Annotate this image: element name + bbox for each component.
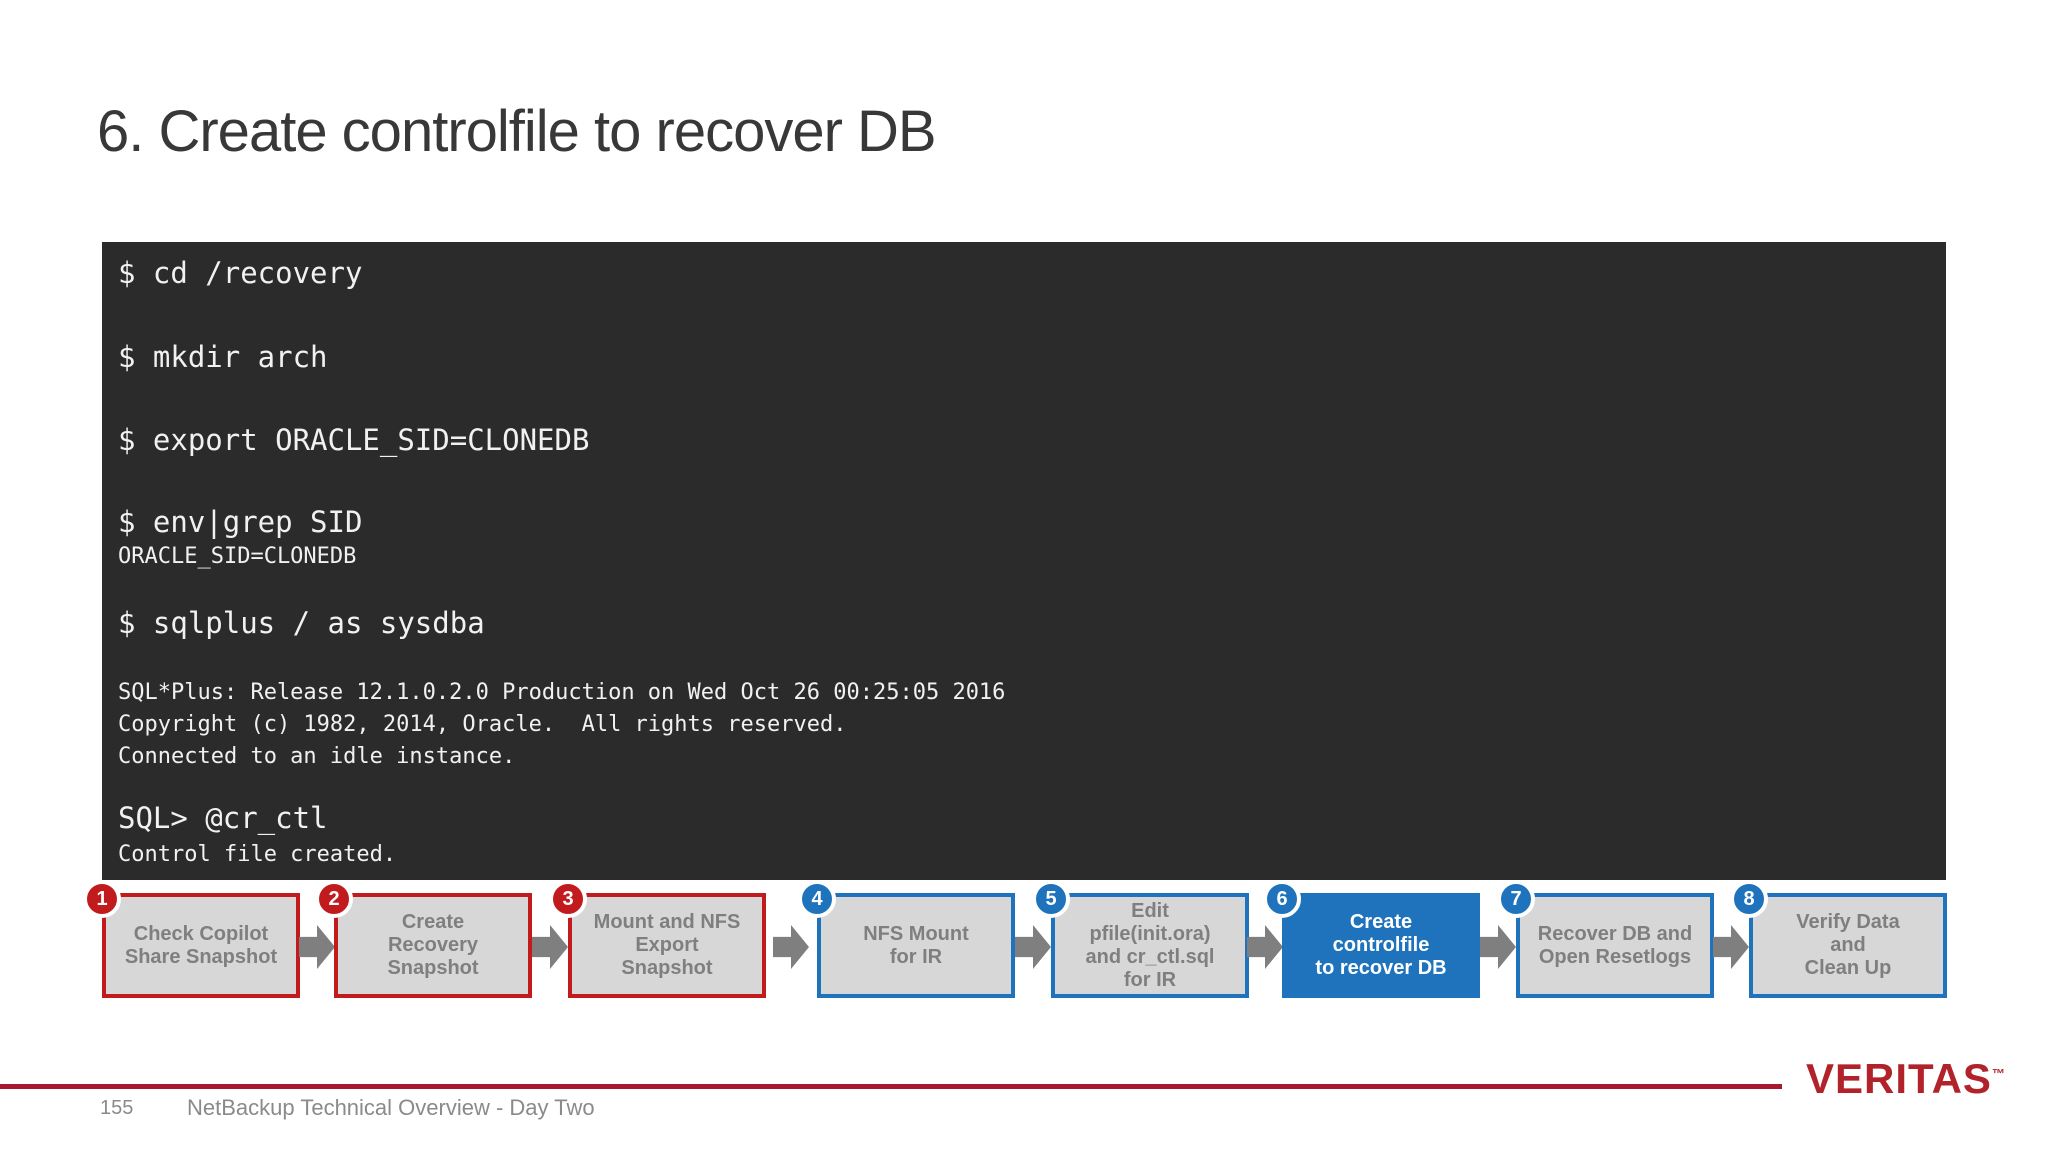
footer-text: NetBackup Technical Overview - Day Two: [187, 1095, 595, 1120]
step-number-badge: 8: [1730, 880, 1768, 918]
step-number: 2: [328, 888, 340, 910]
terminal-line: $ mkdir arch: [118, 340, 328, 374]
flow-arrow-icon: [773, 925, 809, 969]
terminal-panel: $ cd /recovery $ mkdir arch $ export ORA…: [102, 242, 1946, 880]
step-number: 8: [1743, 888, 1755, 910]
terminal-line: $ export ORACLE_SID=CLONEDB: [118, 423, 590, 457]
page-title: 6. Create controlfile to recover DB: [97, 99, 937, 164]
step-number: 6: [1276, 888, 1288, 910]
step-label: Mount and NFS Export Snapshot: [593, 911, 741, 979]
flow-step-1: 1 Check Copilot Share Snapshot: [83, 880, 300, 998]
flow-step-2: 2 Create Recovery Snapshot: [315, 880, 532, 998]
step-label: NFS Mount for IR: [863, 922, 969, 968]
terminal-line: $ sqlplus / as sysdba: [118, 606, 485, 640]
flow-arrow-icon: [1015, 925, 1051, 969]
step-number-badge: 4: [798, 880, 836, 918]
terminal-line: $ cd /recovery: [118, 256, 363, 290]
terminal-line: SQL> @cr_ctl: [118, 801, 328, 835]
flow-arrow-icon: [1713, 925, 1749, 969]
terminal-line: $ env|grep SID: [118, 505, 363, 539]
terminal-line: Control file created.: [118, 842, 397, 867]
step-label: Create Recovery Snapshot: [387, 911, 479, 979]
step-number-badge: 7: [1497, 880, 1535, 918]
flow-step-3: 3 Mount and NFS Export Snapshot: [549, 880, 766, 998]
step-label: Recover DB and Open Resetlogs: [1537, 922, 1693, 968]
step-number-badge: 3: [549, 880, 587, 918]
step-number: 7: [1510, 888, 1522, 910]
flow-arrow-icon: [532, 925, 568, 969]
step-number: 4: [811, 888, 823, 910]
flow-step-6-current: 6 Create controlfile to recover DB: [1263, 880, 1480, 998]
flow-step-8: 8 Verify Data and Clean Up: [1730, 880, 1947, 998]
step-number-badge: 1: [83, 880, 121, 918]
terminal-line: ORACLE_SID=CLONEDB: [118, 544, 357, 569]
terminal-line: Connected to an idle instance.: [118, 744, 516, 769]
terminal-line: Copyright (c) 1982, 2014, Oracle. All ri…: [118, 712, 847, 737]
step-label: Edit pfile(init.ora) and cr_ctl.sql for …: [1085, 899, 1215, 991]
footer-divider: [0, 1084, 1782, 1089]
step-label: Verify Data and Clean Up: [1796, 911, 1900, 979]
flow-arrow-icon: [1480, 925, 1516, 969]
step-label: Check Copilot Share Snapshot: [124, 922, 278, 968]
step-label: Create controlfile to recover DB: [1315, 911, 1447, 979]
veritas-logo: VERITAS™: [1806, 1058, 2005, 1100]
flow-arrow-icon: [299, 925, 335, 969]
flow-step-5: 5 Edit pfile(init.ora) and cr_ctl.sql fo…: [1032, 880, 1249, 998]
flow-arrow-icon: [1247, 925, 1283, 969]
flow-step-4: 4 NFS Mount for IR: [798, 880, 1015, 998]
flow-step-7: 7 Recover DB and Open Resetlogs: [1497, 880, 1714, 998]
terminal-line: SQL*Plus: Release 12.1.0.2.0 Production …: [118, 680, 1006, 705]
step-number: 3: [562, 888, 574, 910]
step-number-badge: 2: [315, 880, 353, 918]
step-number: 1: [96, 888, 108, 910]
trademark-mark: ™: [1991, 1066, 2005, 1081]
page-number: 155: [100, 1097, 134, 1119]
step-number-badge: 5: [1032, 880, 1070, 918]
step-number-badge: 6: [1263, 880, 1301, 918]
veritas-logo-text: VERITAS: [1806, 1055, 1992, 1102]
step-number: 5: [1045, 888, 1057, 910]
